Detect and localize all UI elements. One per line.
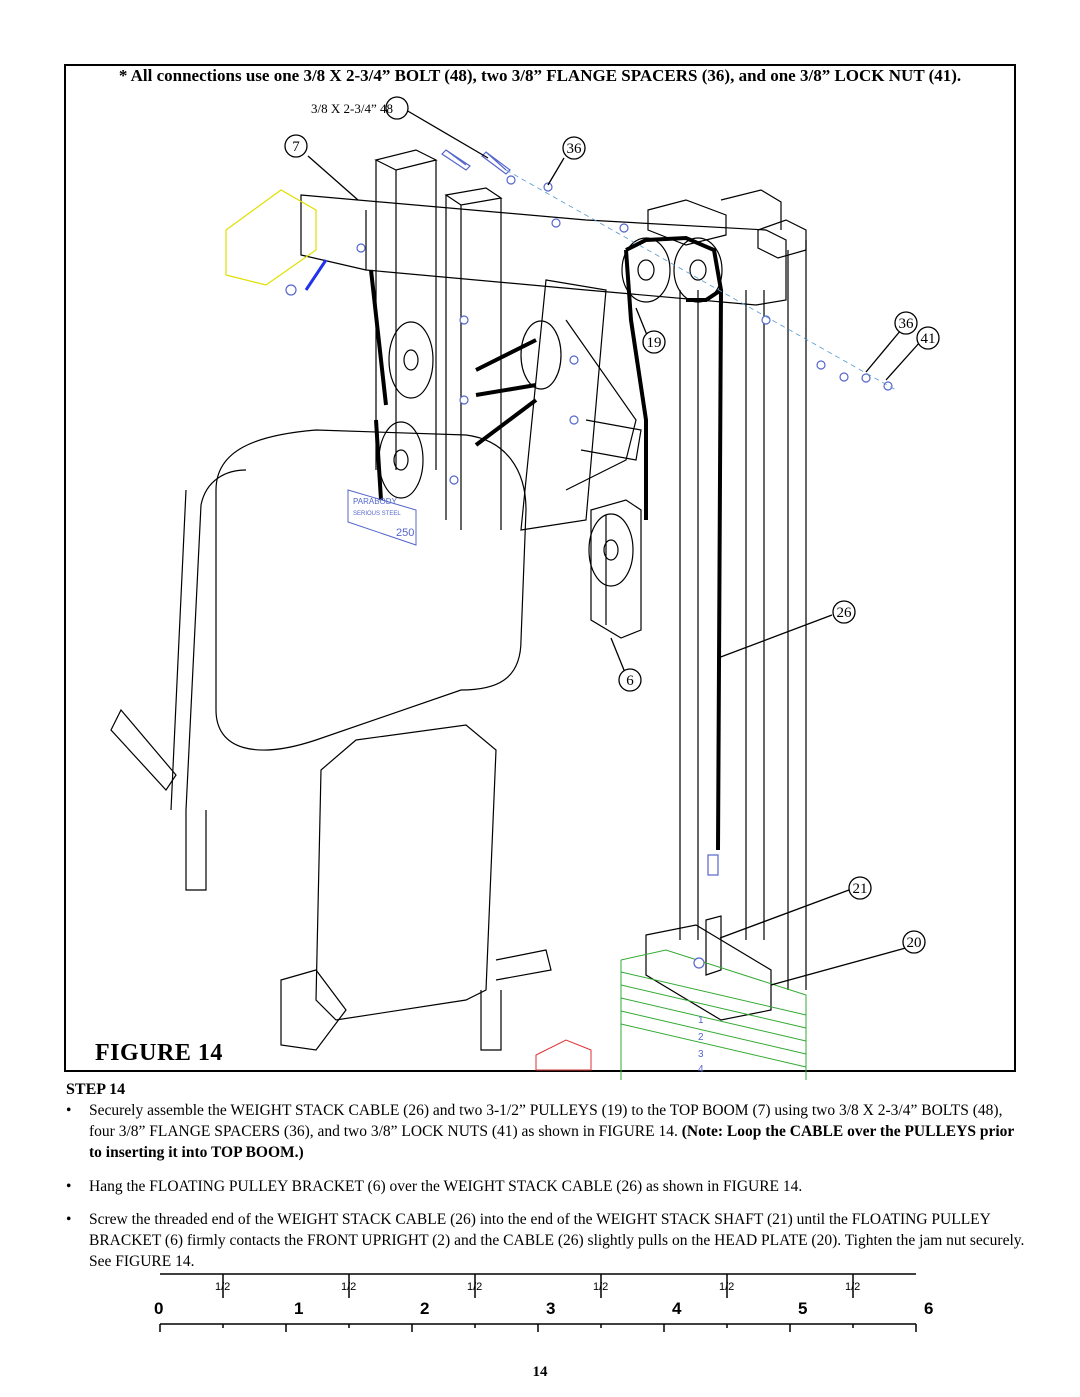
ruler-half-label: 1/2 xyxy=(341,1281,356,1293)
foot-plate xyxy=(535,1039,592,1071)
badge-brand: PARABODY xyxy=(353,497,398,506)
callout-41: 41 xyxy=(921,331,936,347)
bullet-dot: • xyxy=(66,1178,72,1195)
instruction-1-text: Securely assemble the WEIGHT STACK CABLE… xyxy=(89,1100,1029,1163)
callout-leaders xyxy=(307,109,921,986)
front-upright xyxy=(647,199,807,990)
callout-bolt-label: 3/8 X 2-3/4” 48 xyxy=(311,101,393,116)
badge-tagline: SERIOUS STEEL xyxy=(353,511,401,517)
instruction-3-text: Screw the threaded end of the WEIGHT STA… xyxy=(89,1211,1025,1270)
ruler-number: 1 xyxy=(294,1299,303,1318)
top-boom xyxy=(300,189,787,306)
callout-circle-20 xyxy=(902,930,926,954)
callout-36-top: 36 xyxy=(567,141,583,157)
rear-frame xyxy=(374,149,642,531)
instruction-1-main: Securely assemble the WEIGHT STACK CABLE… xyxy=(89,1102,1003,1140)
pin-cable xyxy=(304,259,328,291)
callout-circle-41 xyxy=(916,326,940,350)
callout-circle-7 xyxy=(284,134,308,158)
alignment-line xyxy=(505,169,897,391)
figure-title: FIGURE 14 xyxy=(95,1040,223,1066)
callout-19: 19 xyxy=(647,335,662,351)
instruction-1-note: (Note: Loop the CABLE over the PULLEYS p… xyxy=(89,1123,1014,1161)
weight-stack-cable xyxy=(369,235,724,851)
figure-frame xyxy=(64,64,1016,1072)
ruler-number: 3 xyxy=(546,1299,555,1318)
instruction-2-text: Hang the FLOATING PULLEY BRACKET (6) ove… xyxy=(89,1178,803,1195)
parabody-badge: PARABODY SERIOUS STEEL 250 xyxy=(347,489,417,546)
header-note: * All connections use one 3/8 X 2-3/4” B… xyxy=(118,66,962,85)
chest-pad xyxy=(170,429,527,1021)
ruler-number: 0 xyxy=(154,1299,163,1318)
callout-circle-48 xyxy=(385,96,409,120)
callout-circle-36a xyxy=(562,136,586,160)
ruler-half-label: 1/2 xyxy=(593,1281,608,1293)
callout-circle-36b xyxy=(894,311,918,335)
callout-circle-19 xyxy=(642,330,666,354)
callout-36-right: 36 xyxy=(899,316,915,332)
ruler-half-label: 1/2 xyxy=(467,1281,482,1293)
callout-circle-21 xyxy=(848,876,872,900)
ruler-number: 2 xyxy=(420,1299,429,1318)
ruler-number: 4 xyxy=(672,1299,682,1318)
stack-label-3: 3 xyxy=(698,1049,704,1060)
stack-label-1: 1 xyxy=(698,1015,704,1026)
bullet-dot: • xyxy=(66,1102,72,1119)
callout-26: 26 xyxy=(837,605,853,621)
press-arm-outline xyxy=(225,189,317,286)
ruler-half-label: 1/2 xyxy=(215,1281,230,1293)
hardware xyxy=(285,149,893,969)
ruler-number: 5 xyxy=(798,1299,807,1318)
callout-circle-26 xyxy=(832,600,856,624)
measurement-ruler: 0 1 2 3 4 5 6 1/2 1/2 1/2 1/2 1/2 1/2 xyxy=(154,1273,933,1332)
assembly-drawing: PARABODY SERIOUS STEEL 250 1 2 3 4 3/8 xyxy=(110,96,940,1080)
ruler-number: 6 xyxy=(924,1299,933,1318)
bullet-dot: • xyxy=(66,1211,72,1228)
head-plate xyxy=(645,915,772,1021)
ruler-half-label: 1/2 xyxy=(845,1281,860,1293)
step-title: STEP 14 xyxy=(66,1081,126,1098)
handles xyxy=(110,708,552,1051)
badge-model: 250 xyxy=(396,527,414,539)
callout-21: 21 xyxy=(853,881,868,897)
stack-label-2: 2 xyxy=(698,1032,704,1043)
callout-circle-6 xyxy=(618,668,642,692)
floating-pulley-bracket xyxy=(590,499,642,639)
stack-label-4: 4 xyxy=(698,1064,704,1075)
foot-roller xyxy=(280,969,347,1051)
pulleys xyxy=(378,237,723,587)
callout-20: 20 xyxy=(907,935,922,951)
callout-7: 7 xyxy=(292,139,300,155)
callout-6: 6 xyxy=(626,673,634,689)
weight-stack xyxy=(620,949,807,1080)
ruler-half-label: 1/2 xyxy=(719,1281,734,1293)
page-number: 14 xyxy=(532,1364,548,1380)
